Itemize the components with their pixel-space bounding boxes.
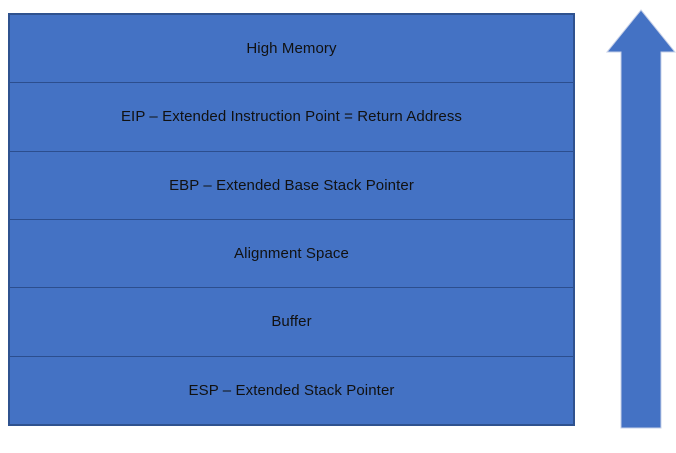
memory-block-row: ESP – Extended Stack Pointer xyxy=(10,357,573,424)
memory-block-label: High Memory xyxy=(246,40,337,58)
memory-block-row: EBP – Extended Base Stack Pointer xyxy=(10,152,573,220)
memory-block-label: ESP – Extended Stack Pointer xyxy=(188,381,395,399)
memory-block-label: EBP – Extended Base Stack Pointer xyxy=(169,176,414,194)
memory-block-row: EIP – Extended Instruction Point = Retur… xyxy=(10,83,573,152)
up-arrow-shape xyxy=(605,9,676,429)
memory-block-label: EIP – Extended Instruction Point = Retur… xyxy=(120,108,463,126)
memory-block-row: Buffer xyxy=(10,288,573,357)
up-arrow-icon xyxy=(605,9,676,429)
memory-block-label: Buffer xyxy=(271,313,312,331)
memory-block-label: Alignment Space xyxy=(234,245,349,263)
memory-block-row: High Memory xyxy=(10,15,573,84)
memory-block-row: Alignment Space xyxy=(10,220,573,289)
